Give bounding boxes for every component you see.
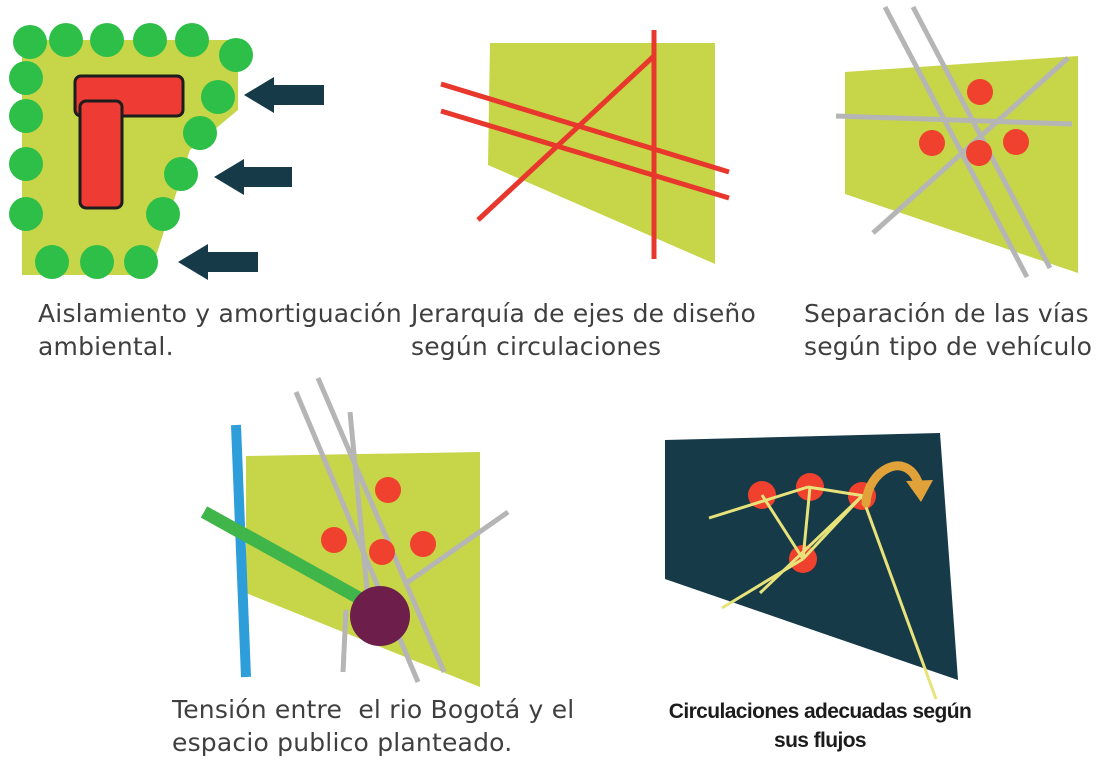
tree-icon xyxy=(183,116,217,150)
panel-separacion xyxy=(835,5,1078,279)
plaza-icon xyxy=(350,586,410,646)
tree-icon xyxy=(201,80,235,114)
node-icon xyxy=(410,531,436,557)
tree-buffer xyxy=(9,23,253,279)
flow-line-icon xyxy=(860,495,938,700)
flow-line-icon xyxy=(721,557,804,610)
axis-line-icon xyxy=(476,53,657,222)
flow-line-icon-group xyxy=(708,485,938,700)
panel-aislamiento xyxy=(9,23,324,280)
panel-tension xyxy=(200,377,510,687)
node-icon xyxy=(967,79,993,105)
tree-icon xyxy=(80,245,114,279)
flow-line-icon xyxy=(758,494,864,595)
caption-aislamiento: Aislamiento y amortiguación ambiental. xyxy=(38,299,402,361)
curved-arrow-body xyxy=(861,461,923,508)
node-icon-group xyxy=(321,477,436,565)
panel-circulaciones xyxy=(665,433,958,700)
flow-line-icon xyxy=(801,486,812,560)
site-plot xyxy=(488,43,715,264)
tree-icon xyxy=(9,99,43,133)
axis-line-icon-group xyxy=(440,30,730,259)
axis-line-icon xyxy=(440,81,730,175)
node-icon xyxy=(1003,129,1029,155)
tree-icon xyxy=(9,61,43,95)
tree-icon xyxy=(9,147,43,181)
flow-line-icon xyxy=(760,494,805,560)
caption-tension: Tensión entre el rio Bogotá y el espacio… xyxy=(172,695,575,757)
arrow-left-icon-shaft xyxy=(204,252,258,272)
arrow-left-icon-group xyxy=(178,77,324,280)
tree-icon xyxy=(175,23,209,57)
curved-arrow-head xyxy=(906,480,933,502)
road-line-icon xyxy=(882,5,1030,279)
road-line-icon xyxy=(340,609,349,673)
panel-jerarquia xyxy=(440,30,730,264)
node-icon xyxy=(369,539,395,565)
node-icon xyxy=(919,130,945,156)
node-icon xyxy=(321,527,347,553)
node-icon xyxy=(966,140,992,166)
curved-arrow-icon xyxy=(861,461,933,508)
tree-icon xyxy=(90,23,124,57)
tree-icon xyxy=(124,245,158,279)
building-icon xyxy=(73,74,185,210)
flow-line-icon xyxy=(807,485,872,499)
arrow-left-icon-shaft xyxy=(240,167,292,187)
tree-icon xyxy=(133,23,167,57)
tree-icon xyxy=(13,25,47,59)
tree-icon xyxy=(35,245,69,279)
river-icon xyxy=(231,424,251,678)
road-line-icon xyxy=(315,377,447,673)
axis-line-icon xyxy=(440,108,730,201)
tree-icon xyxy=(9,197,43,231)
road-line-icon xyxy=(347,411,373,621)
caption-circulaciones: Circulaciones adecuadas según sus flujos xyxy=(668,700,972,752)
flow-line-icon xyxy=(708,485,809,520)
tree-icon xyxy=(164,157,198,191)
arrow-left-icon xyxy=(178,244,208,280)
building-wing xyxy=(78,99,124,210)
road-line-icon xyxy=(406,509,510,585)
green-axis-line xyxy=(200,506,372,609)
caption-separacion: Separación de las vías según tipo de veh… xyxy=(804,299,1093,361)
tree-icon xyxy=(49,23,83,57)
tree-icon xyxy=(146,197,180,231)
node-icon-group xyxy=(919,79,1029,166)
arrow-left-icon xyxy=(214,159,244,195)
road-line-icon xyxy=(835,113,1073,127)
tree-icon xyxy=(219,38,253,72)
caption-jerarquia: Jerarquía de ejes de diseño según circul… xyxy=(411,299,756,361)
node-icon xyxy=(375,477,401,503)
arrow-left-icon-shaft xyxy=(270,85,324,105)
site-plot xyxy=(845,56,1078,273)
arrow-left-icon xyxy=(244,77,274,113)
